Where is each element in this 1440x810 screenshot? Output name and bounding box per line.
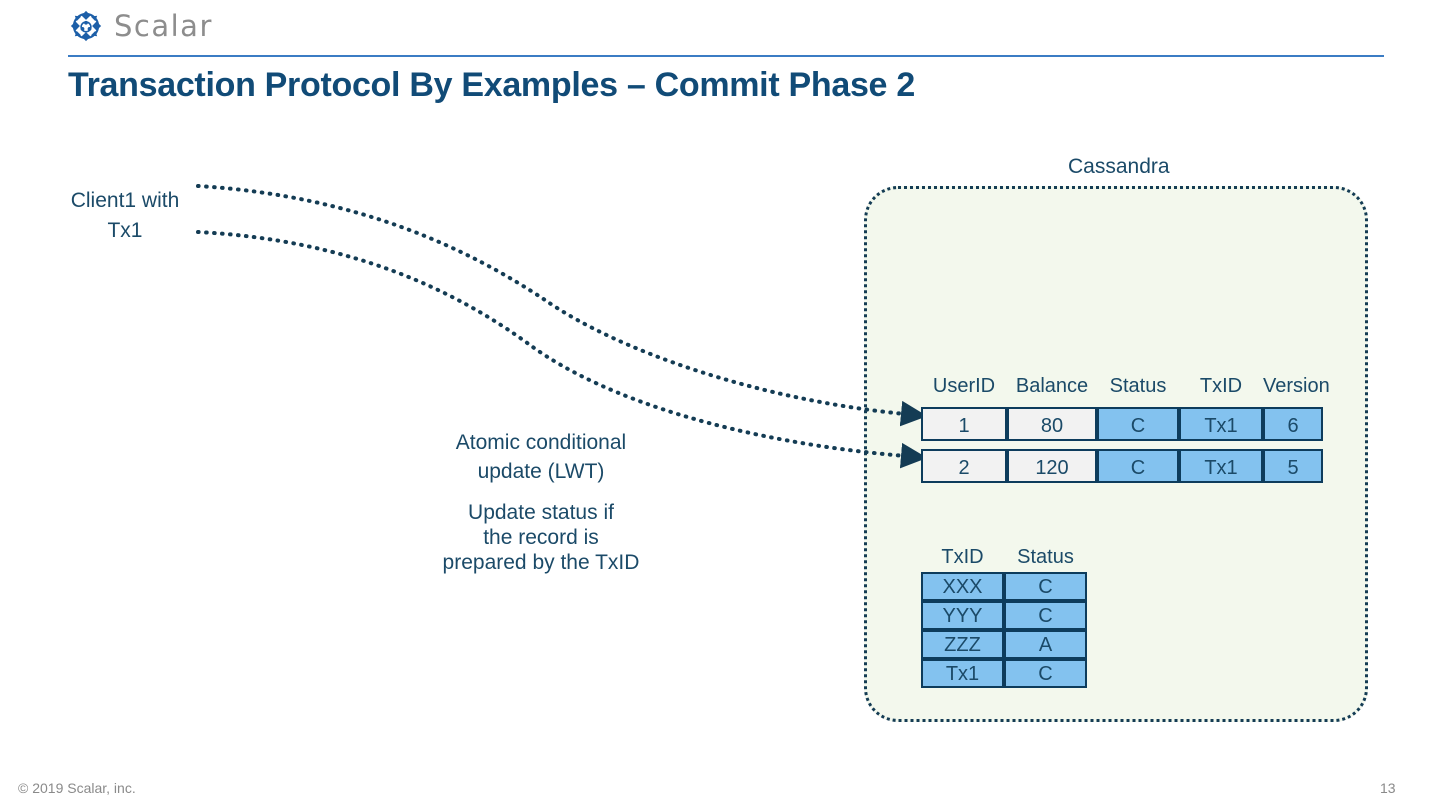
arrow-to-row-1 — [196, 184, 928, 427]
table-row: YYY C — [921, 601, 1087, 630]
cell-version: 6 — [1263, 407, 1323, 441]
cell-status: C — [1097, 407, 1179, 441]
datastore-label: Cassandra — [1068, 155, 1170, 178]
update-line1: Update status if — [468, 501, 614, 524]
lwt-line2: update (LWT) — [477, 460, 605, 483]
cell-balance: 120 — [1007, 449, 1097, 483]
table-row: ZZZ A — [921, 630, 1087, 659]
footer-copyright: © 2019 Scalar, inc. — [18, 780, 136, 796]
brand-wordmark: Scalar — [114, 9, 213, 43]
coordinator-table: TxID Status XXX C YYY C ZZZ A Tx1 C — [921, 546, 1087, 688]
cell-coord-status: C — [1004, 601, 1087, 630]
scalar-emblem-icon — [70, 10, 102, 42]
cell-txid: Tx1 — [1179, 449, 1263, 483]
table-row: XXX C — [921, 572, 1087, 601]
record-col-version: Version — [1263, 375, 1330, 397]
cell-version: 5 — [1263, 449, 1323, 483]
update-line2: the record is — [483, 526, 599, 549]
cell-userid: 1 — [921, 407, 1007, 441]
coord-col-txid: TxID — [941, 546, 984, 568]
lwt-annotation: Atomic conditional update (LWT) — [412, 428, 670, 486]
record-col-status: Status — [1109, 375, 1167, 397]
client-label-line2: Tx1 — [107, 219, 143, 242]
update-annotation: Update status if the record is prepared … — [412, 500, 670, 575]
cell-coord-txid: XXX — [921, 572, 1004, 601]
cell-userid: 2 — [921, 449, 1007, 483]
footer-page-number: 13 — [1380, 780, 1396, 796]
record-table-header: UserID Balance Status TxID Version — [921, 375, 1330, 399]
cell-coord-status: C — [1004, 659, 1087, 688]
arrow-to-row-2 — [196, 230, 928, 469]
header-divider — [68, 55, 1384, 57]
lwt-line1: Atomic conditional — [455, 431, 627, 454]
record-col-balance: Balance — [1015, 375, 1089, 397]
cell-coord-txid: YYY — [921, 601, 1004, 630]
table-row: Tx1 C — [921, 659, 1087, 688]
coordinator-table-header: TxID Status — [921, 546, 1087, 572]
record-col-txid: TxID — [1199, 375, 1243, 397]
cell-balance: 80 — [1007, 407, 1097, 441]
table-row: 1 80 C Tx1 6 — [921, 407, 1323, 441]
cell-coord-status: A — [1004, 630, 1087, 659]
brand-logo: Scalar — [68, 8, 213, 44]
record-col-userid: UserID — [932, 375, 996, 397]
coord-col-status: Status — [1017, 546, 1074, 568]
table-row: 2 120 C Tx1 5 — [921, 449, 1323, 483]
cell-status: C — [1097, 449, 1179, 483]
client-label: Client1 with Tx1 — [40, 186, 210, 246]
record-table: UserID Balance Status TxID Version 1 80 … — [921, 375, 1330, 483]
page-title: Transaction Protocol By Examples – Commi… — [68, 66, 915, 104]
cell-coord-status: C — [1004, 572, 1087, 601]
cell-coord-txid: ZZZ — [921, 630, 1004, 659]
cell-coord-txid: Tx1 — [921, 659, 1004, 688]
cell-txid: Tx1 — [1179, 407, 1263, 441]
update-line3: prepared by the TxID — [442, 551, 640, 574]
client-label-line1: Client1 with — [70, 189, 180, 212]
